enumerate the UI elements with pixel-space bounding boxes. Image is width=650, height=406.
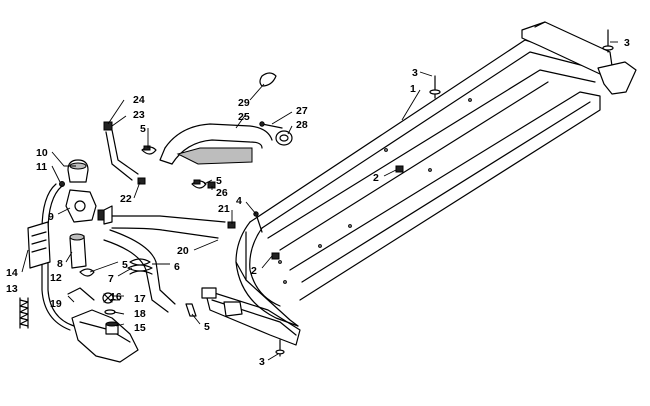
hose-lower-20 xyxy=(103,215,226,313)
callout-5: 5 xyxy=(216,175,222,187)
callout-28: 28 xyxy=(296,119,308,131)
clamp-29 xyxy=(259,72,277,87)
bolt-27 xyxy=(259,121,283,129)
callout-5: 5 xyxy=(140,123,146,135)
callout-17: 17 xyxy=(134,293,146,305)
callout-11: 11 xyxy=(36,161,47,173)
callout-21: 21 xyxy=(218,203,230,215)
callout-27: 27 xyxy=(296,105,308,117)
leader-lines xyxy=(21,41,618,361)
clamp-26 xyxy=(207,181,216,189)
pipe-23 xyxy=(105,129,139,181)
callout-24: 24 xyxy=(133,94,145,106)
clamp-5-a xyxy=(141,145,157,155)
callout-4: 4 xyxy=(236,195,242,207)
callout-7: 7 xyxy=(108,273,114,285)
callout-8: 8 xyxy=(57,258,63,270)
clamp-5-c xyxy=(79,268,95,277)
hose-upper-25 xyxy=(159,123,273,165)
thermostat-housing xyxy=(59,159,113,225)
callout-22: 22 xyxy=(120,193,132,205)
callout-14: 14 xyxy=(6,267,18,279)
callout-19: 19 xyxy=(50,298,62,310)
callout-3: 3 xyxy=(259,356,265,368)
callout-18: 18 xyxy=(134,308,146,320)
callout-9: 9 xyxy=(48,211,54,223)
callout-15: 15 xyxy=(134,322,146,334)
clamp-21 xyxy=(227,221,236,229)
callout-16: 16 xyxy=(110,291,122,303)
spring-13 xyxy=(19,297,29,329)
callout-3: 3 xyxy=(624,37,630,49)
callout-23: 23 xyxy=(133,109,145,121)
fitting-front xyxy=(201,287,243,317)
callout-1: 1 xyxy=(410,83,416,95)
clamp-22 xyxy=(137,177,146,185)
callout-labels: 1 2 2 3 3 3 4 5 5 5 5 5 6 7 8 9 10 11 12… xyxy=(6,37,630,368)
spring-7 xyxy=(127,258,153,275)
callout-20: 20 xyxy=(177,245,189,257)
callout-13: 13 xyxy=(6,283,18,295)
coolant-bottle xyxy=(67,287,139,363)
clamp-5-b xyxy=(191,179,207,189)
callout-5: 5 xyxy=(122,259,128,271)
callout-12: 12 xyxy=(50,272,62,284)
callout-3: 3 xyxy=(412,67,418,79)
callout-5: 5 xyxy=(204,321,210,333)
clamp-5-d xyxy=(185,303,197,317)
callout-2: 2 xyxy=(373,172,379,184)
callout-2: 2 xyxy=(251,265,257,277)
callout-26: 26 xyxy=(216,187,228,199)
callout-29: 29 xyxy=(238,97,250,109)
decal-14 xyxy=(27,221,51,269)
hose-8 xyxy=(69,233,87,269)
clamp-28 xyxy=(275,130,293,146)
callout-10: 10 xyxy=(36,147,48,159)
callout-6: 6 xyxy=(174,261,180,273)
callout-25: 25 xyxy=(238,111,250,123)
